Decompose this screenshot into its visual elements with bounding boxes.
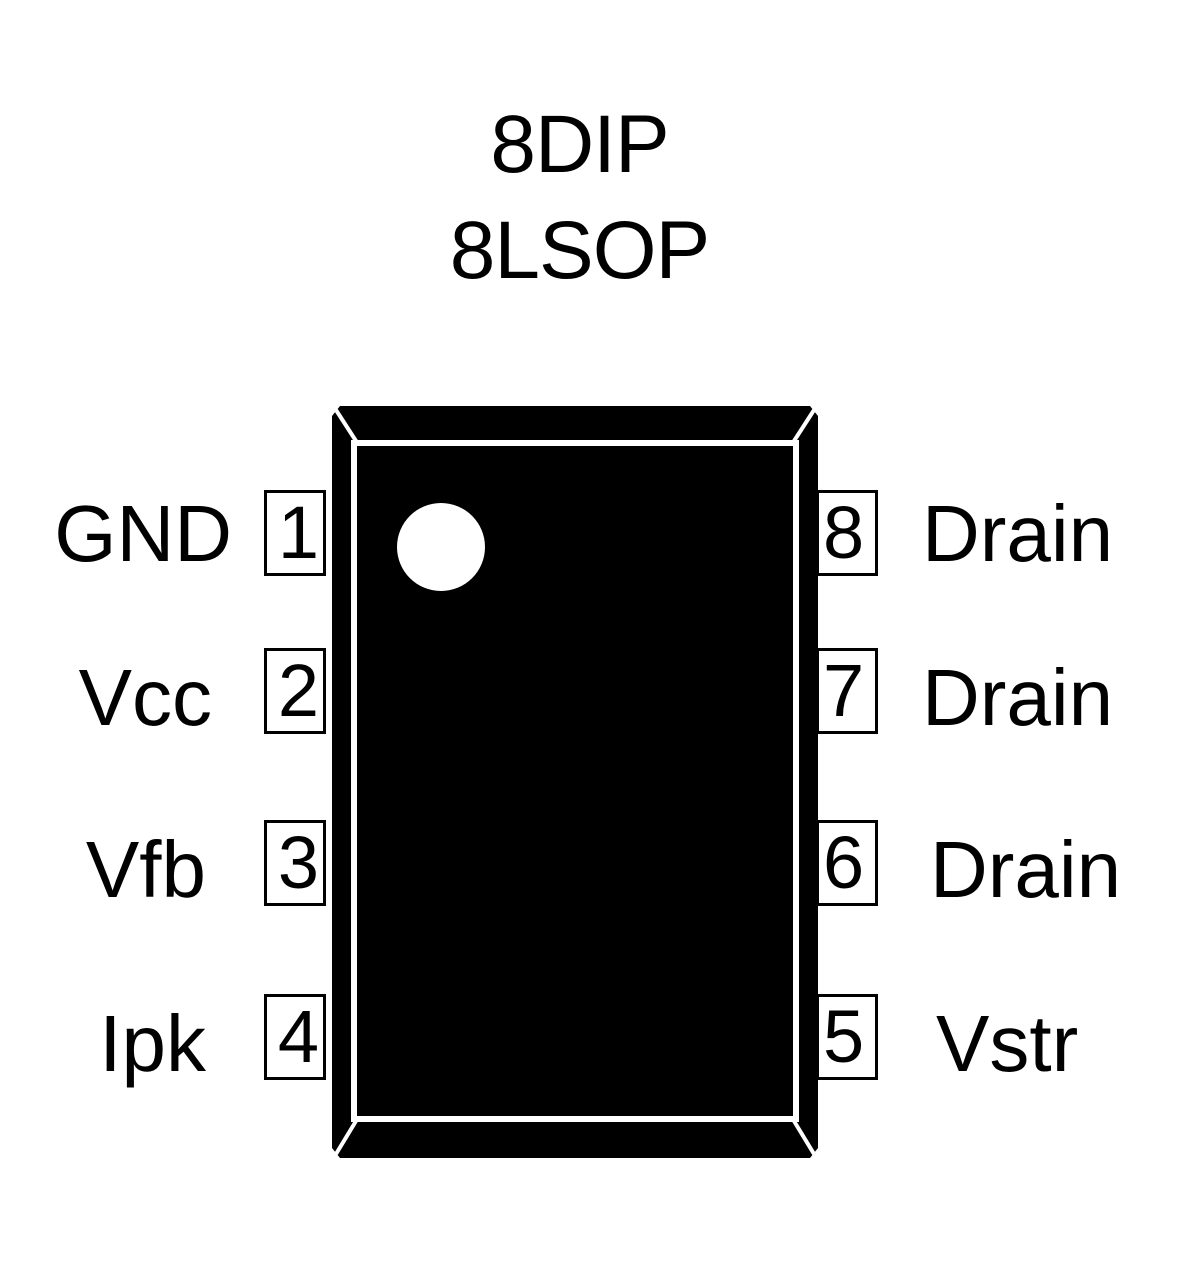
pin-4-name: Ipk (99, 999, 206, 1088)
pin-3-box: 3 (264, 820, 326, 906)
pin-5-box: 5 (816, 994, 878, 1080)
pin-3-number: 3 (277, 821, 319, 904)
pin-1-box: 1 (264, 490, 326, 576)
pin-1-name: GND (54, 489, 232, 578)
pin-2-number: 2 (277, 649, 319, 732)
pin-5-name: Vstr (936, 999, 1079, 1088)
pin-6-box: 6 (816, 820, 878, 906)
package-name-2: 8LSOP (449, 205, 710, 296)
pin-7-name: Drain (922, 653, 1114, 742)
pin-6-number: 6 (823, 821, 865, 904)
pin1-marker (397, 503, 485, 591)
pin-4-box: 4 (264, 994, 326, 1080)
pin-8-box: 8 (816, 490, 878, 576)
pin-2-box: 2 (264, 648, 326, 734)
pin-1-number: 1 (277, 491, 319, 574)
pin-8-number: 8 (823, 491, 865, 574)
pin-2-name: Vcc (78, 653, 212, 742)
pin-7-box: 7 (816, 648, 878, 734)
pin-3-name: Vfb (85, 825, 206, 914)
chip-outer-outline (332, 406, 818, 1158)
package-name-1: 8DIP (490, 99, 669, 190)
pin-8-name: Drain (922, 489, 1114, 578)
pin-6-name: Drain (930, 825, 1122, 914)
pin-4-number: 4 (277, 995, 319, 1078)
pin-7-number: 7 (823, 649, 865, 732)
pin-5-number: 5 (823, 995, 865, 1078)
chip-bevel-line (351, 440, 799, 1122)
